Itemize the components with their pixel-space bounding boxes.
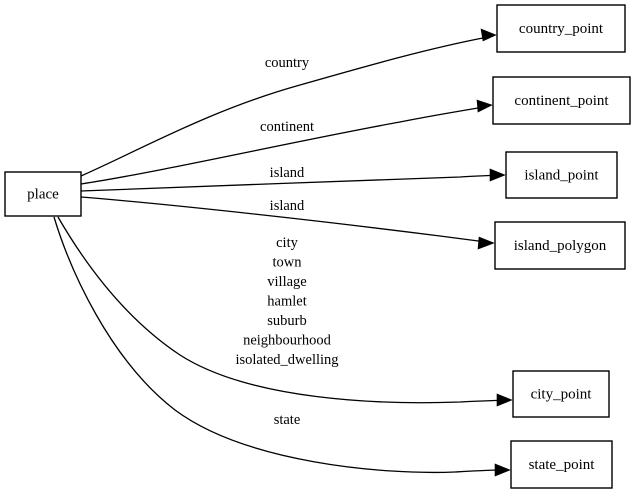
edge-country[interactable] (80, 28, 497, 177)
edge-label-city-line-2: town (273, 255, 303, 271)
node-island-polygon-label: island_polygon (514, 238, 607, 254)
node-city-point-label: city_point (531, 386, 593, 402)
edge-label-city-line-7: isolated_dwelling (235, 352, 338, 368)
edge-city[interactable] (57, 216, 513, 407)
edge-island-polygon-arrowhead (477, 236, 495, 250)
edge-label-island-point: island (270, 165, 305, 181)
node-island-point[interactable]: island_point (505, 151, 618, 199)
edge-city-arrowhead (496, 393, 513, 407)
node-state-point-rect (510, 440, 613, 489)
edge-label-city-line-6: neighbourhood (243, 333, 332, 349)
node-continent-point-rect (492, 76, 631, 125)
edge-continent-arrowhead (476, 99, 493, 113)
edge-label-city-line-1: city (276, 235, 298, 251)
node-place-rect (4, 171, 82, 217)
node-continent-point[interactable]: continent_point (492, 76, 631, 125)
node-continent-point-label: continent_point (514, 93, 609, 109)
edge-state-arrowhead (494, 463, 511, 477)
edge-label-city-line-3: village (267, 274, 306, 290)
node-island-polygon[interactable]: island_polygon (494, 221, 626, 270)
node-country-point-label: country_point (519, 21, 604, 37)
edge-labels-layer: country continent island island city tow… (235, 55, 338, 428)
edge-island-point[interactable] (80, 168, 506, 192)
edge-label-island-polygon: island (270, 198, 305, 214)
edge-island-polygon-path (80, 196, 487, 243)
node-city-point-rect (512, 370, 610, 418)
node-island-point-label: island_point (524, 167, 599, 183)
edge-island-point-arrowhead (489, 168, 506, 182)
edge-label-continent: continent (260, 119, 314, 135)
edge-island-point-path (80, 174, 498, 192)
edge-city-path (57, 216, 505, 404)
edges-layer (53, 28, 513, 477)
node-island-point-rect (505, 151, 618, 199)
edge-label-state: state (274, 412, 301, 428)
edge-island-polygon[interactable] (80, 196, 495, 250)
edge-label-city-line-5: suburb (267, 313, 306, 329)
node-state-point[interactable]: state_point (510, 440, 613, 489)
edge-country-path (80, 36, 489, 177)
edge-label-country: country (265, 55, 310, 71)
node-country-point[interactable]: country_point (496, 4, 626, 53)
node-place-label: place (27, 186, 59, 202)
edge-label-city-line-4: hamlet (267, 294, 306, 310)
node-island-polygon-rect (494, 221, 626, 270)
node-place[interactable]: place (4, 171, 82, 217)
node-country-point-rect (496, 4, 626, 53)
edge-continent-path (80, 106, 485, 185)
node-state-point-label: state_point (529, 457, 596, 473)
edge-continent[interactable] (80, 99, 493, 185)
edge-country-arrowhead (480, 28, 497, 42)
node-city-point[interactable]: city_point (512, 370, 610, 418)
edge-state-path (53, 216, 503, 474)
edge-state[interactable] (53, 216, 511, 477)
edge-label-city-multiline: city town village hamlet suburb neighbou… (235, 235, 338, 368)
